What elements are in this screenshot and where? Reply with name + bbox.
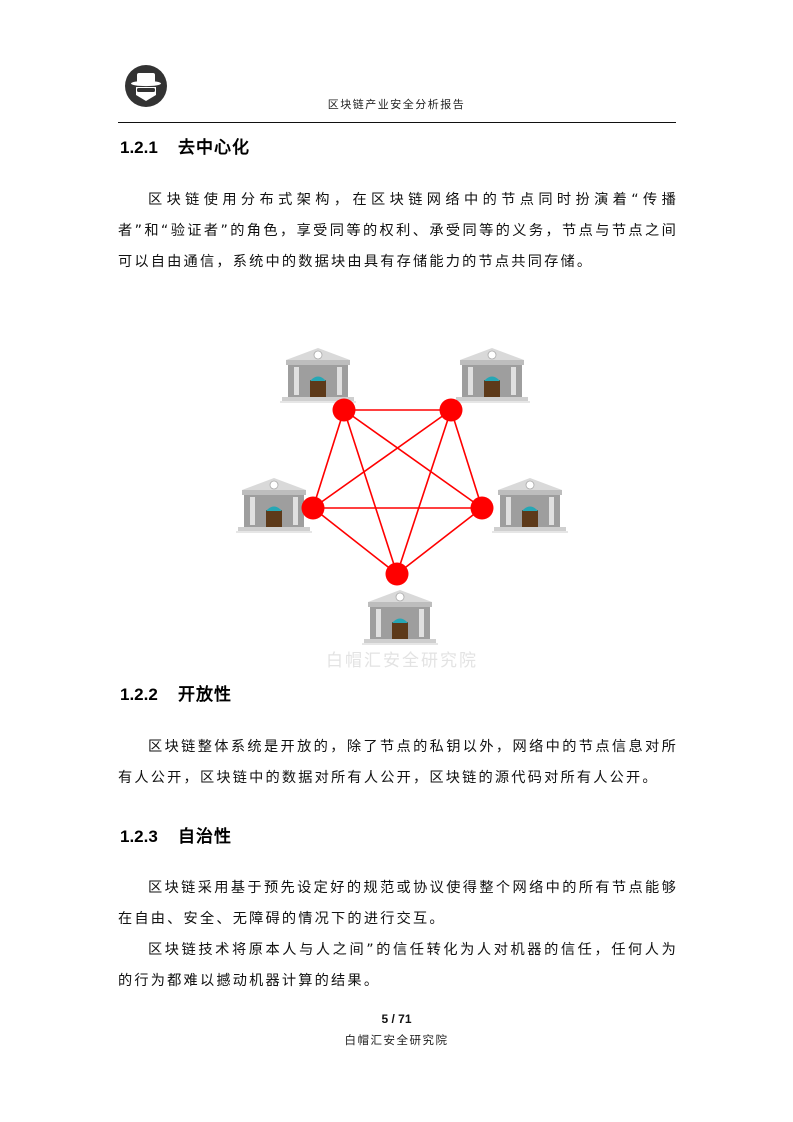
hat-man-logo-icon: [124, 64, 168, 108]
section-number: 1.2.2: [120, 685, 158, 704]
bank-building-icon: [235, 477, 313, 534]
paragraph: 区块链采用基于预先设定好的规范或协议使得整个网络中的所有节点能够在自由、安全、无…: [118, 880, 678, 927]
section-title: 开放性: [178, 685, 232, 705]
section-1-2-1-body: 区块链使用分布式架构，在区块链网络中的节点同时扮演着“传播者”和“验证者”的角色…: [118, 185, 678, 278]
decentralized-network-diagram: 白帽汇安全研究院: [232, 342, 572, 672]
bank-building-icon: [453, 347, 531, 404]
paragraph: 区块链使用分布式架构，在区块链网络中的节点同时扮演着“传播者”和“验证者”的角色…: [118, 192, 678, 270]
paragraph: 区块链技术将原本人与人之间”的信任转化为人对机器的信任，任何人为的行为都难以撼动…: [118, 942, 678, 989]
bank-building-icon: [361, 589, 439, 646]
building-group: [235, 347, 569, 646]
section-number: 1.2.3: [120, 827, 158, 846]
report-header-title: 区块链产业安全分析报告: [327, 98, 466, 111]
header-divider: [118, 122, 676, 123]
section-1-2-3-body: 区块链采用基于预先设定好的规范或协议使得整个网络中的所有节点能够在自由、安全、无…: [118, 873, 678, 997]
section-number: 1.2.1: [120, 138, 158, 157]
section-heading-1-2-3: 1.2.3 自治性: [120, 822, 232, 847]
footer-organization: 白帽汇安全研究院: [344, 1033, 449, 1047]
section-title: 去中心化: [178, 138, 250, 158]
paragraph: 区块链整体系统是开放的，除了节点的私钥以外，网络中的节点信息对所有人公开，区块链…: [118, 739, 678, 786]
bank-building-icon: [491, 477, 569, 534]
network-nodes: [301, 398, 494, 586]
section-1-2-2-body: 区块链整体系统是开放的，除了节点的私钥以外，网络中的节点信息对所有人公开，区块链…: [118, 732, 678, 794]
bank-building-icon: [279, 347, 357, 404]
network-links: [312, 409, 483, 575]
section-heading-1-2-2: 1.2.2 开放性: [120, 680, 232, 705]
figure-watermark: 白帽汇安全研究院: [326, 651, 478, 671]
section-title: 自治性: [178, 827, 232, 847]
section-heading-1-2-1: 1.2.1 去中心化: [120, 133, 250, 158]
page-number: 5 / 71: [381, 1012, 412, 1026]
